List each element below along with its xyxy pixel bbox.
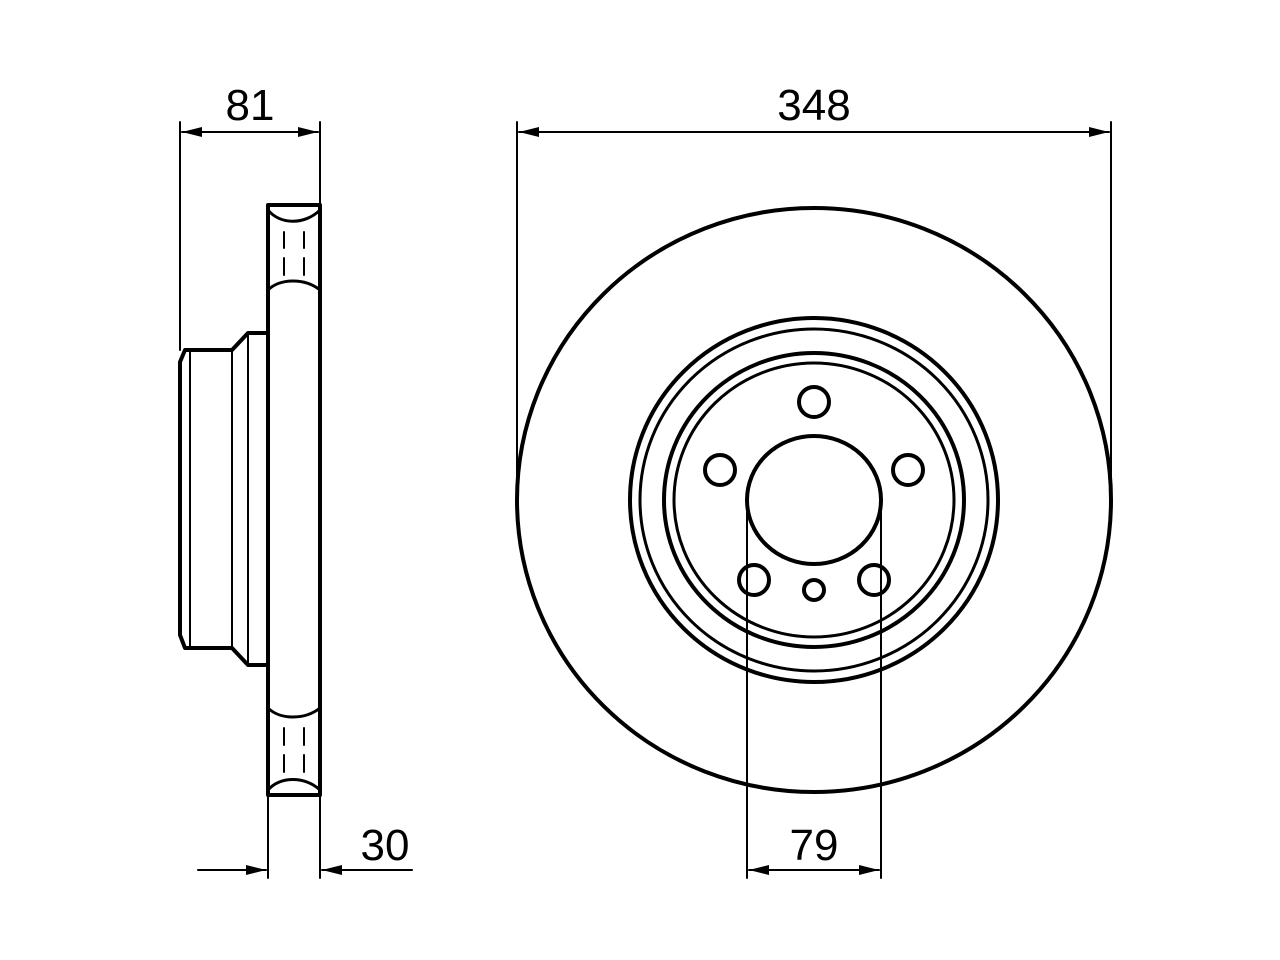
bolt-hole-right	[891, 453, 925, 487]
dim-79-label: 79	[790, 821, 839, 870]
side-hub-inner-lines	[189, 332, 249, 666]
dim-348-label: 348	[777, 81, 850, 130]
outer-rim-circle	[515, 206, 1113, 794]
side-extension-lines	[179, 121, 321, 879]
side-vent-top-ribs	[283, 231, 305, 276]
hat-ring-3	[662, 351, 966, 649]
locating-hole	[802, 578, 826, 602]
dim-81-label: 81	[226, 81, 275, 130]
front-extension-lines	[516, 121, 1112, 879]
bolt-hole-left	[703, 453, 737, 487]
bolt-hole-top	[797, 385, 831, 419]
hat-ring-2	[638, 327, 990, 673]
dim-30-label: 30	[361, 821, 410, 870]
bolt-hole-lower-left	[737, 563, 771, 597]
hat-ring-4	[672, 361, 956, 639]
side-vent-bottom-ribs	[283, 727, 305, 773]
side-disc-outline	[266, 203, 322, 797]
side-view: 81 30	[178, 81, 413, 879]
side-vent-bottom	[266, 706, 322, 792]
side-hub-outline	[178, 331, 270, 667]
front-view: 348 79	[515, 81, 1113, 879]
bolt-hole-lower-right	[857, 563, 891, 597]
center-bore-circle	[745, 434, 883, 566]
side-vent-top	[266, 208, 322, 292]
hat-ring-outer	[628, 316, 1000, 684]
